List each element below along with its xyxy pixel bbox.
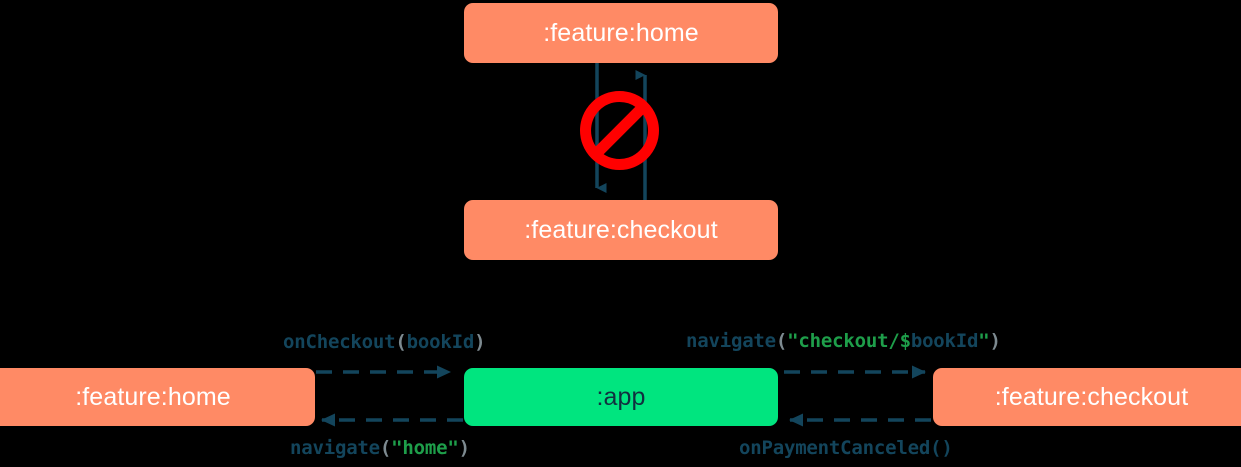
- edge-label-navigate-checkout: navigate("checkout/$bookId"): [686, 330, 1001, 352]
- token-argument: bookId: [406, 331, 475, 353]
- token-dollar-sign: $: [899, 330, 911, 352]
- token-quote-close: ": [978, 330, 990, 352]
- node-feature-home-top[interactable]: :feature:home: [464, 3, 778, 63]
- token-paren-open: (: [379, 437, 392, 459]
- token-paren-open: (: [775, 330, 788, 352]
- token-interpolated-variable: bookId: [910, 330, 979, 352]
- node-label: :app: [596, 382, 646, 411]
- node-feature-checkout-top[interactable]: :feature:checkout: [464, 200, 778, 260]
- token-paren-close: ): [474, 331, 486, 353]
- token-function-name: onPaymentCanceled: [739, 437, 931, 459]
- node-feature-home-bottom[interactable]: :feature:home: [0, 368, 315, 426]
- edge-label-on-payment-canceled: onPaymentCanceled(): [739, 437, 953, 459]
- edge-label-on-checkout: onCheckout(bookId): [283, 331, 486, 353]
- node-feature-checkout-bottom[interactable]: :feature:checkout: [933, 368, 1241, 426]
- node-app[interactable]: :app: [464, 368, 778, 426]
- edge-label-navigate-home: navigate("home"): [290, 437, 470, 459]
- token-paren-open: (: [395, 331, 407, 353]
- token-paren-close: ): [989, 330, 1001, 352]
- node-label: :feature:checkout: [524, 215, 718, 244]
- token-function-name: navigate: [290, 437, 380, 459]
- token-string-path: checkout/: [798, 330, 900, 352]
- node-label: :feature:home: [543, 18, 699, 47]
- node-label: :feature:home: [75, 382, 231, 411]
- token-string-route: home: [402, 437, 448, 459]
- token-quote-close: ": [447, 437, 459, 459]
- token-quote-open: ": [787, 330, 799, 352]
- token-paren-close: ): [941, 437, 953, 459]
- token-function-name: onCheckout: [283, 331, 396, 353]
- token-quote-open: ": [391, 437, 403, 459]
- node-label: :feature:checkout: [994, 382, 1189, 411]
- token-paren-close: ): [458, 437, 470, 459]
- no-entry-icon: [580, 91, 659, 170]
- token-function-name: navigate: [686, 330, 776, 352]
- token-paren-open: (: [930, 437, 942, 459]
